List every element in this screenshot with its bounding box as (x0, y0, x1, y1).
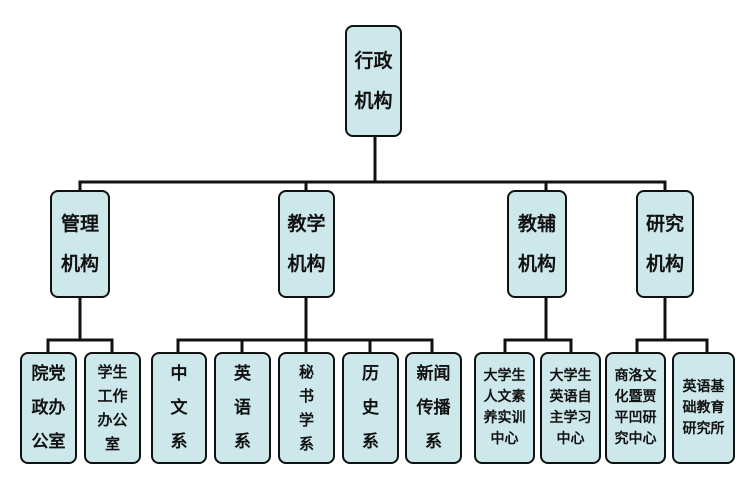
node-label-line: 机构 (517, 253, 556, 275)
node-branch-teaching: 教学 机构 (278, 190, 335, 298)
node-label-line: 机构 (287, 253, 326, 275)
node-label-line: 系 (298, 435, 314, 453)
node-label-line: 学 (298, 411, 314, 429)
node-leaf-english-dept: 英 语 系 (214, 352, 271, 464)
node-label-line: 学生 (97, 363, 128, 381)
node-label-line: 系 (425, 432, 442, 452)
node-leaf-student-affairs: 学生 工作 办公 室 (84, 352, 141, 464)
node-label-line: 中 (170, 364, 188, 384)
node-branch-management: 管理 机构 (50, 190, 110, 298)
node-label-line: 养实训 (483, 410, 526, 426)
node-label-line: 教学 (287, 213, 326, 235)
node-label-line: 大学生 (549, 368, 592, 384)
node-label-line: 系 (234, 432, 251, 452)
node-label-line: 秘 (298, 363, 314, 381)
node-label-line: 研究所 (682, 420, 725, 437)
node-label-line: 人文素 (483, 389, 526, 405)
node-root-administration: 行政 机构 (345, 25, 402, 137)
node-label-line: 管理 (60, 213, 99, 235)
node-leaf-shangluo-culture-center: 商洛文 化暨贾 平凹研 究中心 (605, 352, 666, 464)
node-label-line: 础教育 (682, 399, 725, 416)
node-label-line: 中心 (490, 431, 519, 447)
node-label-line: 主学习 (549, 410, 592, 426)
node-branch-teaching-support: 教辅 机构 (507, 190, 567, 298)
node-label-line: 英 (234, 364, 251, 384)
node-label-line: 机构 (354, 90, 393, 112)
node-label-line: 公室 (31, 432, 66, 452)
node-label-line: 教辅 (517, 213, 556, 235)
node-label-line: 史 (362, 398, 379, 418)
node-label-line: 语 (234, 398, 251, 418)
node-label-line: 书 (298, 387, 314, 405)
node-label-line: 行政 (354, 50, 393, 72)
node-label-line: 究中心 (614, 431, 657, 447)
node-label-line: 研究 (645, 213, 684, 235)
node-leaf-party-office: 院党 政办 公室 (20, 352, 77, 464)
node-label-line: 文 (170, 398, 188, 418)
node-label-line: 机构 (60, 253, 99, 275)
node-leaf-chinese-dept: 中 文 系 (151, 352, 207, 464)
node-label-line: 英语基 (682, 378, 725, 395)
node-leaf-history-dept: 历 史 系 (342, 352, 399, 464)
node-label-line: 传播 (416, 398, 451, 418)
node-leaf-english-self-study-center: 大学生 英语自 主学习 中心 (540, 352, 601, 464)
node-label-line: 中心 (556, 431, 585, 447)
node-label-line: 化暨贾 (614, 389, 657, 405)
node-label-line: 工作 (97, 387, 128, 405)
node-label-line: 院党 (31, 364, 66, 384)
node-leaf-journalism-dept: 新闻 传播 系 (405, 352, 462, 464)
node-label-line: 系 (362, 432, 379, 452)
node-leaf-english-basic-education-institute: 英语基 础教育 研究所 (672, 352, 735, 464)
node-label-line: 政办 (31, 398, 66, 418)
node-label-line: 办公 (97, 411, 128, 429)
node-label-line: 机构 (645, 253, 684, 275)
node-label-line: 新闻 (416, 364, 451, 384)
node-label-line: 平凹研 (614, 410, 657, 426)
node-label-line: 大学生 (483, 368, 526, 384)
node-label-line: 英语自 (549, 389, 592, 405)
node-label-line: 历 (362, 364, 379, 384)
node-branch-research: 研究 机构 (636, 190, 694, 298)
node-label-line: 室 (104, 435, 120, 453)
node-leaf-secretarial-dept: 秘 书 学 系 (278, 352, 335, 464)
node-leaf-humanities-training-center: 大学生 人文素 养实训 中心 (474, 352, 535, 464)
node-label-line: 系 (170, 432, 188, 452)
node-label-line: 商洛文 (614, 368, 657, 384)
